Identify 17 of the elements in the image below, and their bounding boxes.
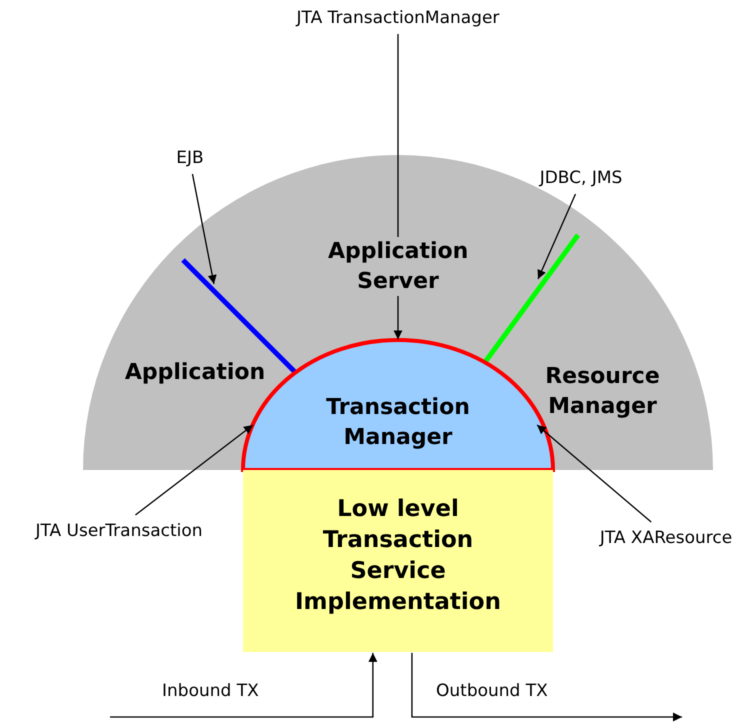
label-text: JTA TransactionManager bbox=[280, 5, 516, 31]
label-text: JDBC, JMS bbox=[522, 165, 640, 191]
region-label: Application bbox=[105, 358, 285, 392]
region-label: Transaction Manager bbox=[325, 394, 471, 452]
region-label: Resource Manager bbox=[515, 362, 690, 426]
label-text: JTA UserTransaction bbox=[8, 518, 230, 544]
process-box bbox=[243, 470, 553, 652]
leader-arrow bbox=[192, 174, 217, 284]
leader-arrow bbox=[135, 424, 254, 516]
arrow bbox=[411, 652, 682, 722]
label-text: JTA XAResource bbox=[580, 525, 752, 551]
region-label: Application Server bbox=[328, 237, 468, 296]
leader-arrow bbox=[536, 424, 652, 522]
region-label: Low level Transaction Service Implementation bbox=[294, 495, 502, 618]
arrow bbox=[110, 652, 378, 718]
label-text: EJB bbox=[168, 145, 212, 171]
leader-arrow bbox=[394, 34, 402, 340]
